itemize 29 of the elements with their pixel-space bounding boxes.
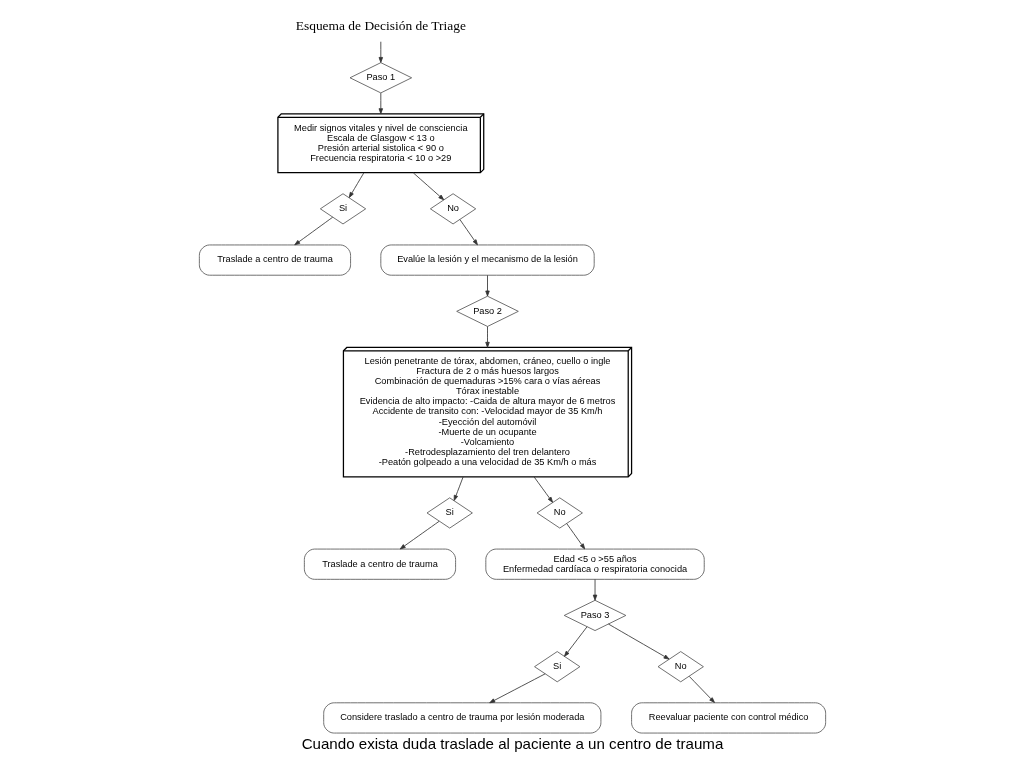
node-diamond: Paso 2 [455, 295, 519, 327]
arrow [378, 41, 383, 63]
node-box: Evalúe la lesión y el mecanismo de la lesión [379, 244, 595, 276]
node-box: Considere traslado a centro de trauma por lesión moderada [322, 702, 601, 734]
arrow [607, 623, 669, 660]
node-diamond: Paso 3 [563, 599, 626, 631]
arrow [412, 172, 444, 201]
arrow [378, 92, 383, 115]
node-box: Traslade a centro de trauma [303, 548, 456, 580]
arrow [453, 476, 464, 501]
arrow [484, 274, 490, 297]
arrow [293, 216, 333, 246]
arrow [399, 520, 440, 550]
arrow [488, 673, 546, 704]
arrow [688, 675, 715, 703]
arrow [484, 326, 490, 348]
arrow [563, 626, 587, 657]
node-text: Esquema de Decisión de Triage [295, 17, 466, 33]
node-box: Edad <5 o >55 años Enfermedad cardíaca o respiratoria conocida [484, 548, 705, 580]
arrow [533, 476, 553, 503]
caption: Cuando exista duda traslade al paciente a un centro de trauma [301, 734, 723, 752]
node-diamond: Paso 1 [349, 62, 412, 94]
arrow [348, 172, 364, 198]
node-box: Reevaluar paciente con control médico [630, 702, 826, 734]
node-box: Traslade a centro de trauma [198, 244, 351, 276]
arrow [565, 523, 585, 550]
arrow [592, 578, 597, 601]
node-diamond: Si [426, 497, 473, 529]
arrow [458, 219, 478, 246]
